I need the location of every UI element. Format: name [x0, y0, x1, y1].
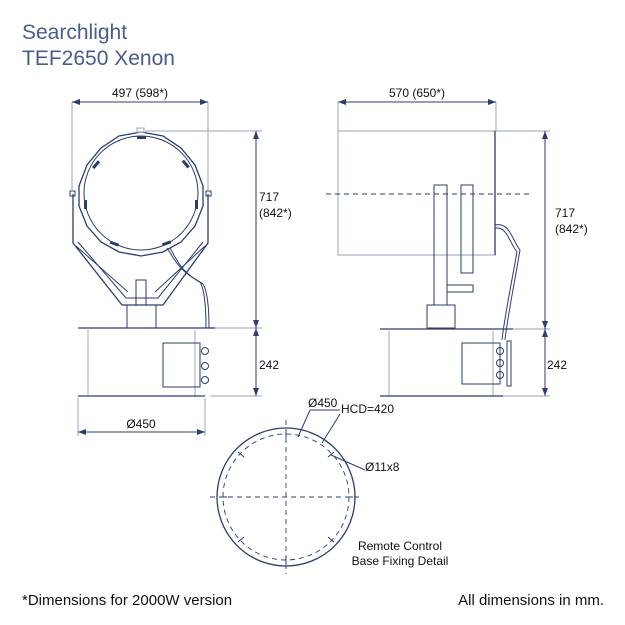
title-line-2: TEF2650 Xenon: [22, 47, 175, 70]
side-height-dim-2: (842*): [555, 222, 588, 236]
front-height-dim-2: (842*): [259, 206, 292, 220]
side-height-dim-1: 717: [555, 206, 575, 220]
holes-label: Ø11x8: [365, 460, 400, 474]
side-base-height-dim: 242: [547, 358, 567, 372]
footer-note: *Dimensions for 2000W version: [22, 592, 232, 609]
front-view: 497 (598*) 717 (842*): [69, 86, 292, 436]
detail-caption-1: Remote Control: [358, 539, 442, 553]
side-length-dim: 570 (650*): [389, 86, 445, 100]
title-line-1: Searchlight: [22, 21, 127, 44]
lamp-head: [78, 131, 204, 257]
base-fixing-detail: Ø450 HCD=420 Ø11x8 Remote Control Base F…: [210, 396, 448, 574]
footer-units: All dimensions in mm.: [458, 592, 604, 609]
front-width-dim: 497 (598*): [112, 86, 168, 100]
detail-caption-2: Base Fixing Detail: [352, 554, 449, 568]
hcd-label: HCD=420: [341, 402, 394, 416]
side-view: 570 (650*) 717 (842*) 242: [326, 86, 588, 397]
front-base-diameter-dim: Ø450: [126, 417, 156, 431]
front-base-height-dim: 242: [259, 358, 279, 372]
front-height-dim-1: 717: [259, 190, 279, 204]
base-diameter-label: Ø450: [308, 396, 338, 410]
